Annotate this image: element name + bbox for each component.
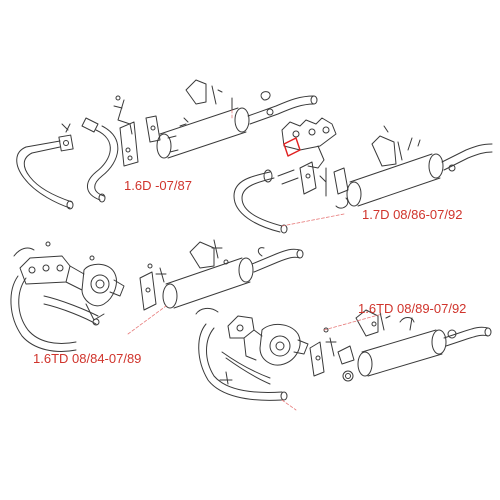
leader-line-16td-early <box>127 305 167 335</box>
turbo-manifold-16td-late <box>227 315 255 339</box>
muffler-16td-late <box>361 329 443 377</box>
muffler-17d <box>349 153 441 207</box>
muffler-16d <box>159 107 247 159</box>
variant-label-16td-early: 1.6TD 08/84-07/89 <box>33 351 142 366</box>
downpipe-17d <box>233 171 281 233</box>
downpipe-16td-early <box>10 275 77 352</box>
leader-lines <box>127 107 383 411</box>
variant-label-17d: 1.7D 08/86-07/92 <box>362 207 463 222</box>
leader-line-16td-late-b <box>281 399 297 411</box>
manifold-17d <box>281 117 337 151</box>
tailpipe-17d <box>441 143 493 163</box>
exhaust-system-16d <box>16 79 318 210</box>
tailpipe-16td-late <box>443 326 489 339</box>
exhaust-system-16td-early <box>10 239 304 352</box>
exhaust-system-16td-late <box>195 307 492 401</box>
tailpipe-16d <box>247 95 315 117</box>
downpipe-16td-late <box>198 323 283 401</box>
variant-label-16d: 1.6D -07/87 <box>124 178 192 193</box>
leader-line-17d <box>281 213 345 227</box>
downpipe-16d <box>16 146 71 209</box>
gasket-highlight <box>283 137 301 157</box>
variant-label-16td-late: 1.6TD 08/89-07/92 <box>358 301 467 316</box>
exhaust-system-17d <box>233 117 493 234</box>
muffler-16td-early <box>165 257 251 309</box>
tailpipe-16td-early <box>251 248 301 265</box>
leader-line-16td-late <box>323 313 383 331</box>
intermediate-pipe-16d <box>87 129 111 201</box>
